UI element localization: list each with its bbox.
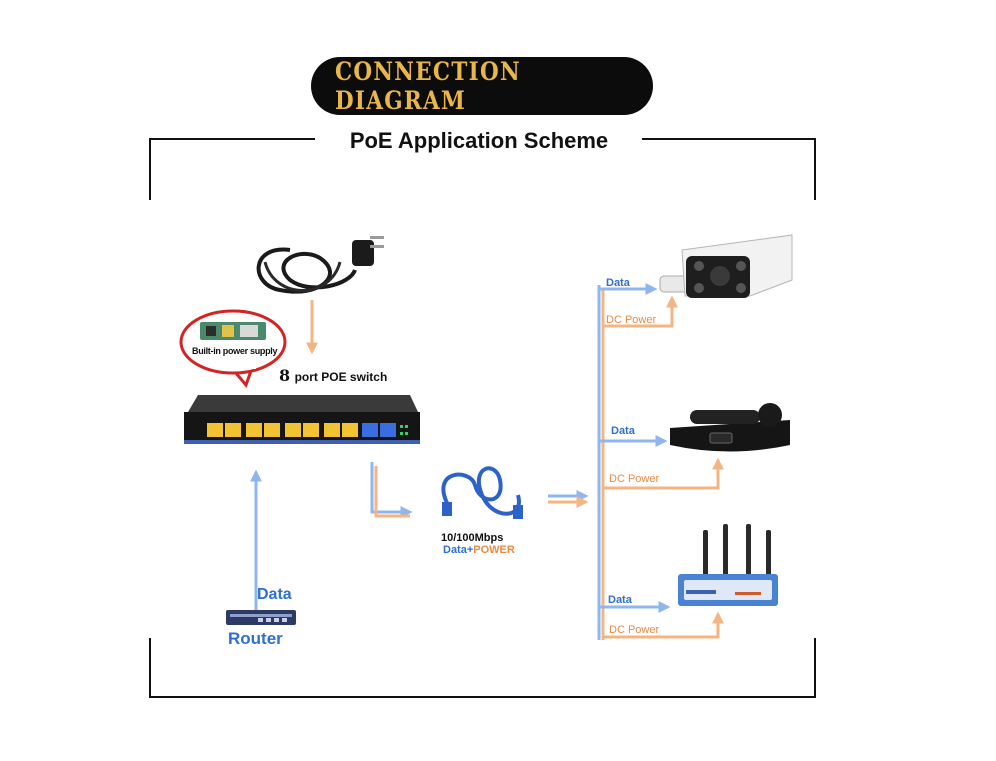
built-in-power-supply-label: Built-in power supply [192, 346, 278, 356]
cable-caption: Data+POWER [443, 544, 515, 556]
router-label: Router [228, 629, 283, 648]
frame-top-right [642, 138, 816, 140]
frame-right-top [814, 138, 816, 200]
ethernet-cable-icon [441, 466, 523, 519]
frame-top-left [149, 138, 315, 140]
switch-port-count: 8 [279, 366, 291, 385]
poe-switch-icon [184, 395, 420, 444]
camera-power-label: DC Power [606, 314, 657, 326]
cable-data-text: Data [443, 544, 467, 556]
switch-label: 8 port POE switch [279, 366, 387, 386]
frame-left-bottom [149, 638, 151, 698]
power-cord-icon [256, 236, 384, 294]
frame-bottom [149, 696, 816, 698]
switch-out-data-arrow [370, 462, 413, 518]
switch-label-text: port POE switch [294, 370, 388, 384]
cable-speed-label: 10/100Mbps [441, 532, 504, 544]
scheme-subtitle: PoE Application Scheme [349, 128, 609, 153]
wifi-data-label: Data [608, 594, 632, 606]
power-board-icon [200, 322, 266, 340]
router-device-icon [226, 610, 296, 625]
phone-power-label: DC Power [609, 473, 660, 485]
voip-phone-icon [670, 403, 790, 452]
cable-plus-text: + [466, 544, 474, 556]
ip-camera-icon [659, 234, 793, 298]
router-data-label: Data [257, 586, 292, 603]
camera-power-arrow [603, 295, 678, 328]
diagram-title: CONNECTION DIAGRAM [334, 57, 521, 115]
phone-power-arrow [603, 457, 724, 490]
camera-data-label: Data [606, 277, 630, 289]
wifi-power-label: DC Power [609, 624, 660, 636]
title-banner: CONNECTION DIAGRAM [311, 57, 653, 115]
wifi-power-arrow [603, 611, 724, 639]
switch-out-power-arrow [374, 466, 410, 518]
phone-data-label: Data [611, 425, 635, 437]
frame-right-bottom [814, 638, 816, 698]
frame-left-top [149, 138, 151, 200]
cable-power-text: POWER [473, 544, 515, 556]
wireless-router-icon [678, 524, 778, 606]
